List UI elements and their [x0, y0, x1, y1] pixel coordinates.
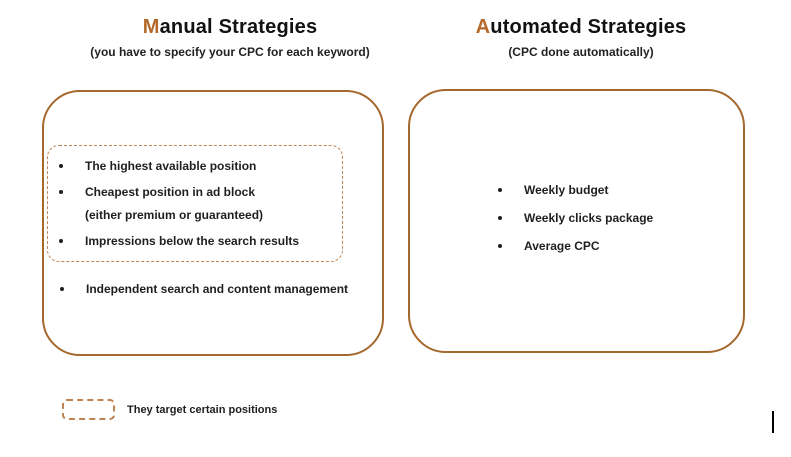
list-item-label: Cheapest position in ad block [85, 185, 256, 199]
list-item-label: Impressions below the search results [85, 234, 300, 248]
list-item-label: Independent search and content managemen… [86, 282, 349, 296]
list-item-label: Average CPC [524, 239, 600, 253]
list-item: Cheapest position in ad block (either pr… [59, 181, 342, 227]
list-item-label: The highest available position [85, 159, 257, 173]
bullet-icon [498, 188, 502, 192]
list-item: Impressions below the search results [59, 230, 342, 253]
legend-label: They target certain positions [127, 403, 278, 416]
manual-strategies-title: Manual Strategies [55, 16, 405, 39]
bullet-icon [498, 244, 502, 248]
bullet-icon [60, 287, 64, 291]
list-item: Average CPC [498, 235, 653, 258]
bullet-icon [59, 239, 63, 243]
bullet-icon [59, 190, 63, 194]
position-targeting-group: The highest available position Cheapest … [47, 145, 343, 262]
list-item: Weekly clicks package [498, 207, 653, 230]
automated-strategies-title: Automated Strategies [411, 16, 751, 39]
text-cursor [772, 411, 774, 433]
automated-strategies-header: Automated Strategies (CPC done automatic… [411, 16, 751, 59]
title-rest: anual Strategies [159, 16, 318, 38]
list-item: The highest available position [59, 155, 342, 178]
title-accent-letter: M [142, 16, 160, 38]
manual-strategies-box: The highest available position Cheapest … [42, 90, 384, 356]
automated-strategies-box: Weekly budget Weekly clicks package Aver… [408, 89, 745, 353]
manual-strategies-header: Manual Strategies (you have to specify y… [55, 16, 405, 59]
list-item: Independent search and content managemen… [49, 278, 348, 301]
automated-strategies-list: Weekly budget Weekly clicks package Aver… [498, 179, 653, 258]
bullet-icon [59, 164, 63, 168]
list-item-label: Weekly budget [524, 183, 609, 197]
manual-strategies-subtitle: (you have to specify your CPC for each k… [90, 45, 370, 59]
list-item: Weekly budget [498, 179, 653, 202]
automated-strategies-subtitle: (CPC done automatically) [508, 45, 654, 59]
list-item-sublabel: (either premium or guaranteed) [85, 208, 264, 222]
bullet-icon [498, 216, 502, 220]
legend: They target certain positions [62, 399, 277, 420]
title-rest: utomated Strategies [490, 16, 687, 38]
dashed-box-swatch-icon [62, 399, 115, 420]
list-item-label: Weekly clicks package [524, 211, 654, 225]
title-accent-letter: A [475, 16, 491, 38]
